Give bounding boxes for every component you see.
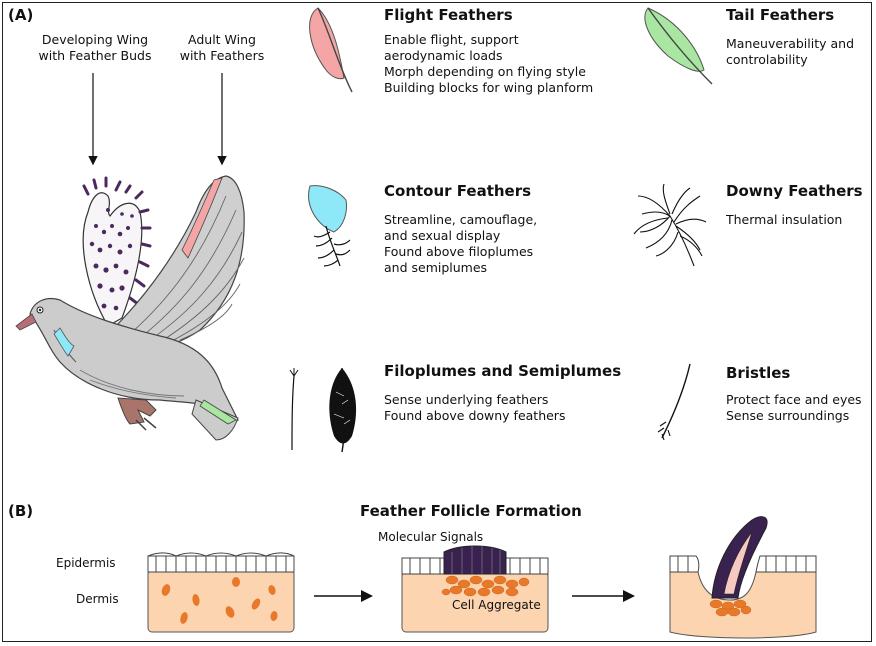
skin-stage-1 [147,552,295,633]
molecular-signals-label: Molecular Signals [378,530,484,544]
molecular-signal-region [443,545,507,575]
developing-wing [82,192,143,327]
epidermis-layer-1 [147,552,295,573]
tail-feather-icon [644,7,713,85]
dermis-label: Dermis [76,592,119,606]
panel-b-label: (B) [8,502,34,520]
downy-feather-icon [633,183,707,267]
adult-wing-label: Adult Wing with Feathers [179,32,265,63]
bristles-description: Protect face and eyes Sense surroundings [726,392,862,423]
semiplume-icon [329,367,357,453]
flight-feathers-description: Enable flight, support aerodynamic loads… [384,32,594,95]
contour-feather-icon [308,185,351,267]
cell-aggregate-label: Cell Aggregate [452,598,541,612]
skin-stage-2 [401,545,549,633]
contour-feathers-title: Contour Feathers [384,182,532,200]
downy-feathers-description: Thermal insulation [726,212,843,227]
adult-wing [111,175,245,349]
flight-feather-icon [309,7,353,93]
developing-wing-label: Developing Wing with Feather Buds [38,32,152,63]
dermis-layer-1 [147,569,295,633]
wing-edge-buds [82,176,152,306]
downy-feathers-title: Downy Feathers [726,182,863,200]
beak [15,313,37,331]
bristle-icon [657,363,691,441]
flight-feathers-title: Flight Feathers [384,6,513,24]
dermal-cells-1 [161,577,278,624]
panel-a-label: (A) [8,6,34,24]
cell-aggregate [441,575,530,597]
feather-buds [89,208,134,311]
skin-stage-3 [669,516,817,639]
follicle-formation-title: Feather Follicle Formation [360,502,582,520]
bird-illustration [15,175,245,441]
contour-feathers-description: Streamline, camouflage, and sexual displ… [384,212,538,275]
filoplume-icon [289,368,299,451]
tail-feathers-description: Maneuverability and controlability [726,36,855,67]
tail-feathers-title: Tail Feathers [726,6,835,24]
filoplumes-description: Sense underlying feathers Found above do… [384,392,566,423]
epidermis-label: Epidermis [56,556,116,570]
bristles-title: Bristles [726,364,791,382]
feet [117,397,157,425]
filoplumes-title: Filoplumes and Semiplumes [384,362,622,380]
bird-body [29,297,239,427]
